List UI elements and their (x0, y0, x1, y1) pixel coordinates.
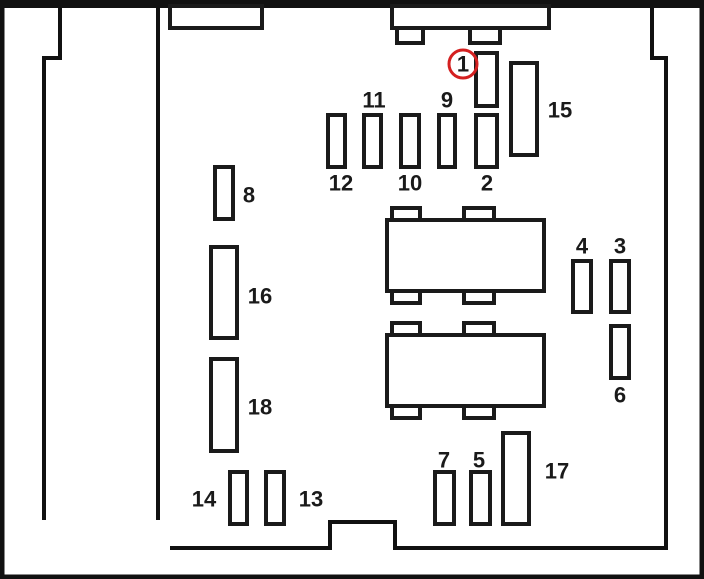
fuse-label-10: 10 (398, 171, 422, 196)
fuses (209, 51, 631, 526)
fuse-1 (474, 51, 499, 108)
fuse-label-9: 9 (441, 88, 453, 113)
relay-2 (385, 333, 546, 408)
fuse-16 (209, 245, 239, 340)
fuse-label-4: 4 (576, 234, 589, 259)
fuse-label-18: 18 (248, 395, 272, 420)
fuse-15 (509, 61, 539, 157)
fuse-label-16: 16 (248, 284, 272, 309)
fuse-18 (209, 357, 239, 453)
fuse-4 (571, 259, 593, 314)
relay-1 (385, 218, 546, 293)
fuse-label-1: 1 (457, 52, 469, 77)
fuse-label-13: 13 (299, 487, 323, 512)
fuse-label-14: 14 (192, 487, 217, 512)
fuse-13 (264, 470, 286, 526)
fuse-5 (469, 470, 492, 526)
fuse-label-6: 6 (614, 383, 626, 408)
fuse-label-8: 8 (243, 183, 255, 208)
fuse-label-2: 2 (481, 171, 493, 196)
fuse-label-11: 11 (362, 88, 385, 113)
fuse-11 (362, 113, 383, 169)
fuse-14 (228, 470, 249, 526)
fuse-label-17: 17 (545, 459, 569, 484)
fuse-17 (501, 431, 531, 526)
fuse-8 (213, 165, 235, 221)
fuse-7 (433, 470, 456, 526)
fuse-label-7: 7 (438, 448, 450, 473)
fuse-10 (399, 113, 421, 169)
fuse-9 (437, 113, 457, 169)
fuse-12 (326, 113, 347, 169)
fuse-label-3: 3 (614, 234, 626, 259)
fuse-label-15: 15 (548, 98, 572, 123)
fuse-3 (609, 259, 631, 314)
highlight-circle (447, 48, 479, 80)
fuse-6 (609, 324, 631, 380)
relays (385, 206, 546, 420)
fuse-label-5: 5 (473, 448, 485, 473)
fuse-2 (474, 113, 499, 169)
fuse-label-12: 12 (329, 171, 353, 196)
